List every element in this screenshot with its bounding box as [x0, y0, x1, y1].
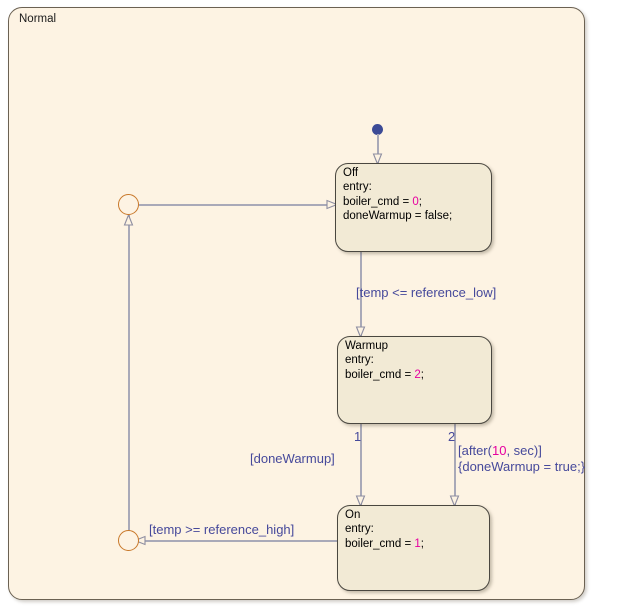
transition-on-to-junction-arrowhead: [133, 535, 146, 546]
transition-warmup-to-on-1-line[interactable]: [360, 424, 362, 505]
state-off-action-1-post: ;: [418, 195, 422, 208]
transition-junction-to-junction-line[interactable]: [128, 215, 130, 531]
transition-order-warmup-to-on-2: 2: [448, 429, 456, 444]
transition-label-warmup-to-on-1[interactable]: [doneWarmup]: [250, 451, 335, 466]
transition-warmup-to-on-1-arrowhead: [355, 495, 366, 508]
state-warmup-name: Warmup: [345, 340, 389, 352]
state-off-entry-keyword: entry:: [343, 181, 372, 194]
transition-label-warmup-to-on-2[interactable]: [after(10, sec)] {doneWarmup = true;}: [458, 443, 585, 475]
junction-top[interactable]: [118, 194, 139, 215]
state-off-text: Off entry: boiler_cmd = 0; doneWarmup = …: [343, 166, 452, 223]
state-warmup-entry-keyword: entry:: [345, 354, 374, 367]
state-warmup-action-1-num: 2: [414, 368, 421, 381]
state-on-entry-keyword: entry:: [345, 523, 374, 536]
transition-label-warmup-to-on-2-num: 10: [491, 443, 507, 458]
default-transition-arrowhead: [372, 153, 383, 166]
transition-label-off-to-warmup[interactable]: [temp <= reference_low]: [356, 285, 497, 300]
transition-label-warmup-to-on-2-pre: [after(: [458, 443, 492, 458]
superstate-normal[interactable]: Normal: [8, 7, 585, 600]
superstate-label: Normal: [19, 13, 57, 25]
transition-junction-to-off-arrowhead: [326, 199, 339, 210]
state-warmup-action-1-post: ;: [420, 368, 424, 381]
transition-warmup-to-on-2-arrowhead: [449, 495, 460, 508]
transition-junction-to-off-line[interactable]: [139, 204, 336, 206]
transition-label-warmup-to-on-2-action: {doneWarmup = true;}: [458, 459, 586, 474]
state-on-name: On: [345, 509, 361, 521]
default-transition-dot: [372, 124, 383, 135]
state-on-text: On entry: boiler_cmd = 1;: [345, 508, 424, 551]
state-on-action-1-pre: boiler_cmd =: [345, 537, 415, 550]
state-warmup-action-1-pre: boiler_cmd =: [345, 368, 415, 381]
state-off-action-1-pre: boiler_cmd =: [343, 195, 413, 208]
transition-junction-to-junction-arrowhead: [123, 213, 134, 226]
transition-warmup-to-on-2-line[interactable]: [454, 424, 456, 505]
state-off[interactable]: Off entry: boiler_cmd = 0; doneWarmup = …: [335, 163, 492, 252]
state-on[interactable]: On entry: boiler_cmd = 1;: [337, 505, 490, 591]
transition-on-to-junction-line[interactable]: [138, 540, 337, 542]
default-transition-line[interactable]: [377, 134, 379, 163]
state-off-name: Off: [343, 167, 359, 179]
state-off-action-1-num: 0: [412, 195, 419, 208]
transition-off-to-warmup-arrowhead: [355, 326, 366, 339]
state-on-action-1-post: ;: [420, 537, 424, 550]
state-off-action-2: doneWarmup = false;: [343, 209, 453, 222]
state-on-action-1-num: 1: [414, 537, 421, 550]
transition-off-to-warmup-line[interactable]: [360, 252, 362, 336]
transition-order-warmup-to-on-1: 1: [354, 429, 362, 444]
state-warmup-text: Warmup entry: boiler_cmd = 2;: [345, 339, 424, 382]
transition-label-on-to-junction[interactable]: [temp >= reference_high]: [149, 522, 295, 537]
state-warmup[interactable]: Warmup entry: boiler_cmd = 2;: [337, 336, 492, 424]
transition-label-warmup-to-on-2-post: , sec)]: [506, 443, 542, 458]
junction-bottom[interactable]: [118, 530, 139, 551]
